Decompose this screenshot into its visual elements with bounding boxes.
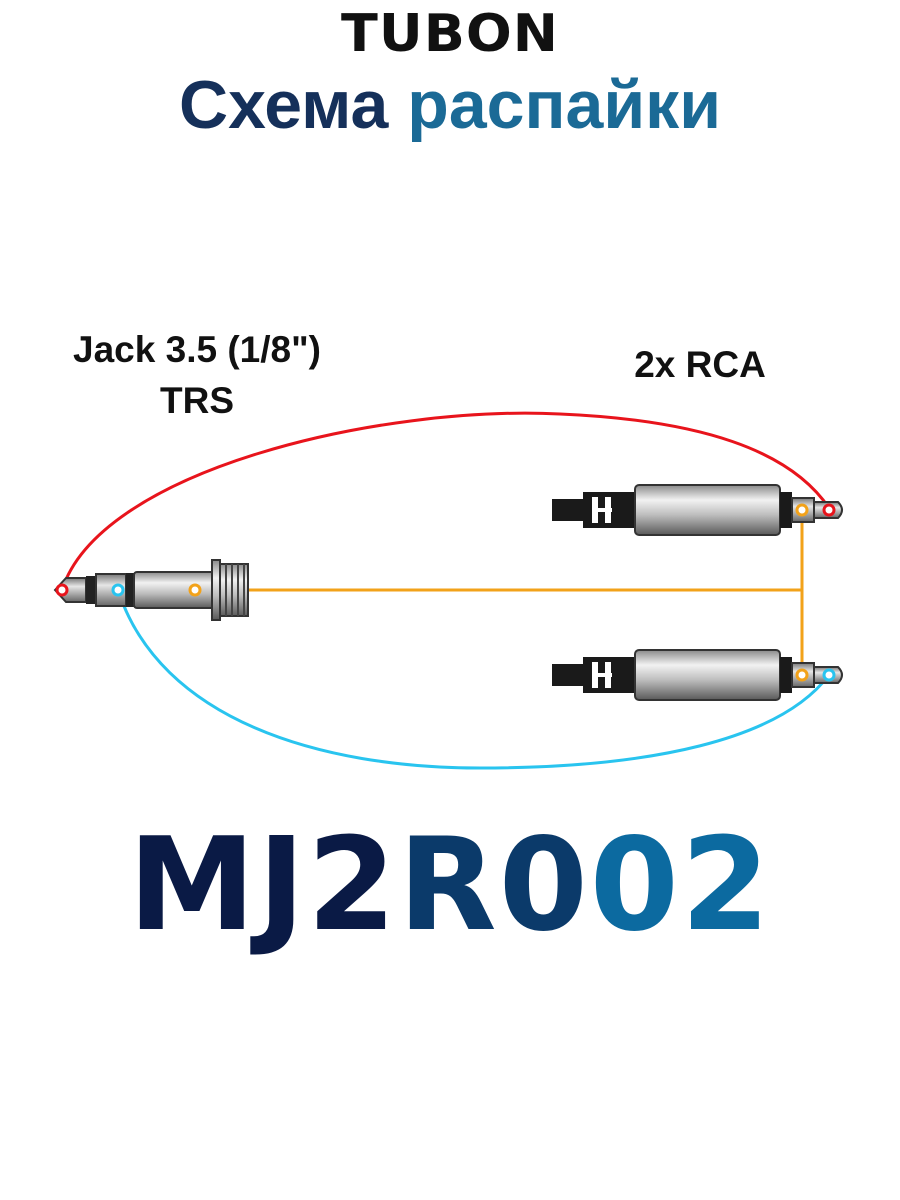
jack-label-line2: TRS <box>160 380 234 421</box>
jack-ring-point <box>111 583 125 597</box>
rca-left-signal-point <box>822 503 836 517</box>
jack-label-line1: Jack 3.5 (1/8") <box>73 329 321 370</box>
rca-plug-right <box>552 649 843 701</box>
model-part-3: 02 <box>589 811 772 960</box>
rca-label: 2x RCA <box>634 344 766 385</box>
jack-sleeve-point <box>188 583 202 597</box>
model-part-1: MJ2 <box>128 811 399 960</box>
model-number: MJ2R002 <box>0 822 900 950</box>
right-channel-wire <box>116 589 831 770</box>
title-word-2: распайки <box>407 67 721 143</box>
model-part-2: R0 <box>398 811 590 960</box>
rca-plug-left <box>552 484 843 536</box>
rca-right-ground-point <box>795 668 809 682</box>
title-word-1: Схема <box>179 67 389 143</box>
brand-logo: TUBON <box>341 3 559 64</box>
jack-tip-point <box>55 583 69 597</box>
page-title: Схема распайки <box>0 66 900 144</box>
left-channel-wire <box>60 411 831 591</box>
rca-right-signal-point <box>822 668 836 682</box>
rca-left-ground-point <box>795 503 809 517</box>
jack-plug <box>53 559 249 621</box>
